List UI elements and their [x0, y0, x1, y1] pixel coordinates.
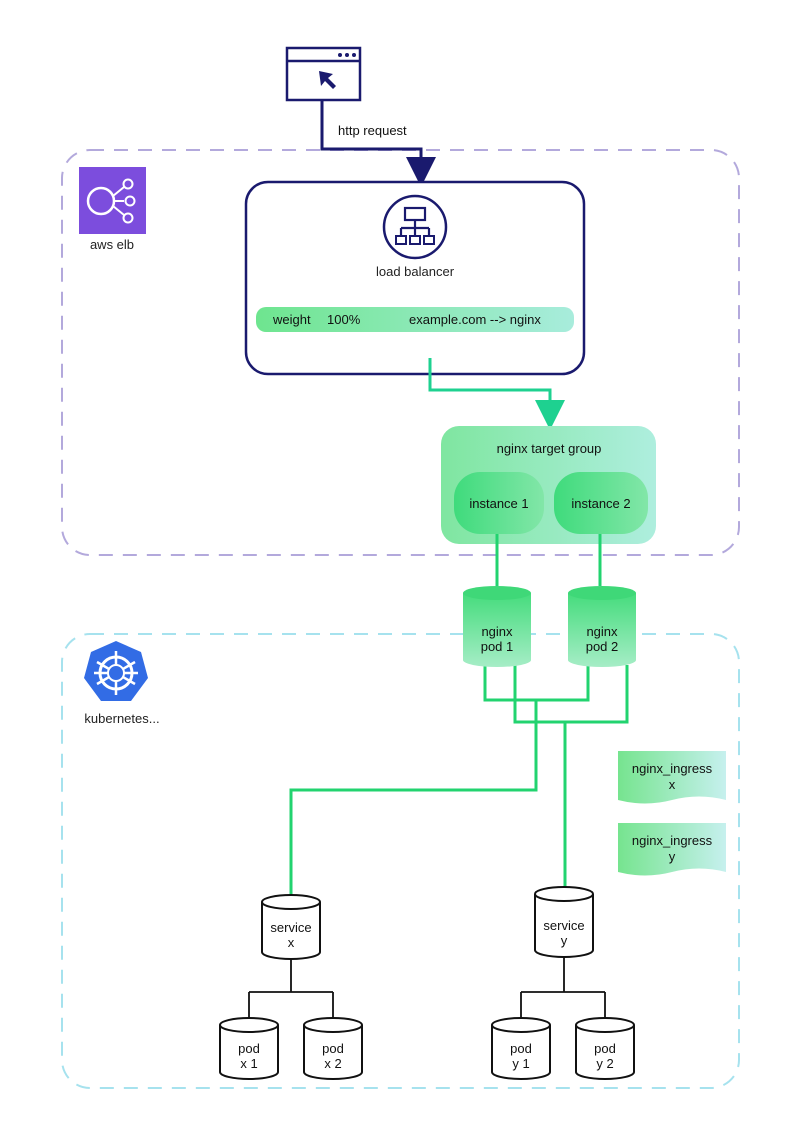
- service-y[interactable]: [534, 886, 594, 958]
- nginx-ingress-x-line1: nginx_ingress: [632, 761, 713, 776]
- lb-to-target-group-connector: [428, 358, 565, 430]
- rule-weight-label: weight: [272, 312, 311, 327]
- rule-route: example.com --> nginx: [409, 312, 541, 327]
- service-y-line1: service: [543, 918, 584, 933]
- nginx-ingress-y-line2: y: [669, 849, 676, 864]
- pod-x2[interactable]: [303, 1017, 363, 1080]
- service-x-line1: service: [270, 920, 311, 935]
- nginx-ingress-y-doc[interactable]: [618, 823, 726, 876]
- http-request-label: http request: [338, 123, 407, 138]
- pod-x1[interactable]: [219, 1017, 279, 1080]
- listener-rule-bar[interactable]: [256, 307, 574, 332]
- service-pod-connectors: [248, 957, 606, 1018]
- instance-1-label: instance 1: [469, 496, 528, 511]
- rule-weight-value: 100%: [327, 312, 361, 327]
- load-balancer-network-icon: [382, 194, 448, 260]
- pod-x2-line2: x 2: [324, 1056, 341, 1071]
- nginx-pod-2-line1: nginx: [586, 624, 618, 639]
- nginx-ingress-x-line2: x: [669, 777, 676, 792]
- nginx-pod-2[interactable]: [568, 586, 636, 667]
- nginx-pod-1-line2: pod 1: [481, 639, 514, 654]
- kubernetes-helm-icon: [84, 641, 148, 701]
- green-connectors: [289, 534, 629, 895]
- nginx-ingress-x-doc[interactable]: [618, 751, 726, 804]
- kubernetes-group: [61, 633, 740, 1089]
- pod-y2-line2: y 2: [596, 1056, 613, 1071]
- instance-2[interactable]: [554, 472, 648, 534]
- nginx-pod-1[interactable]: [463, 586, 531, 667]
- nginx-ingress-y-line1: nginx_ingress: [632, 833, 713, 848]
- instance-1[interactable]: [454, 472, 544, 534]
- kubernetes-label: kubernetes...: [84, 711, 159, 726]
- aws-elb-group: [61, 149, 740, 556]
- pod-y2[interactable]: [575, 1017, 635, 1080]
- nginx-pod-1-line1: nginx: [481, 624, 513, 639]
- aws-elb-icon: [79, 167, 146, 234]
- service-x-line2: x: [288, 935, 295, 950]
- pod-y1-line1: pod: [510, 1041, 532, 1056]
- instance-2-label: instance 2: [571, 496, 630, 511]
- pod-x1-line2: x 1: [240, 1056, 257, 1071]
- pod-x2-line1: pod: [322, 1041, 344, 1056]
- nginx-pod-2-line2: pod 2: [586, 639, 619, 654]
- pod-y1[interactable]: [491, 1017, 551, 1080]
- service-y-line2: y: [561, 933, 568, 948]
- load-balancer-label: load balancer: [376, 264, 455, 279]
- pod-x1-line1: pod: [238, 1041, 260, 1056]
- pod-y2-line1: pod: [594, 1041, 616, 1056]
- pod-y1-line2: y 1: [512, 1056, 529, 1071]
- browser-window-cursor-icon[interactable]: [285, 46, 362, 102]
- aws-elb-label: aws elb: [90, 237, 134, 252]
- service-x[interactable]: [261, 894, 321, 960]
- target-group-label: nginx target group: [497, 441, 602, 456]
- http-request-connector: [320, 100, 436, 187]
